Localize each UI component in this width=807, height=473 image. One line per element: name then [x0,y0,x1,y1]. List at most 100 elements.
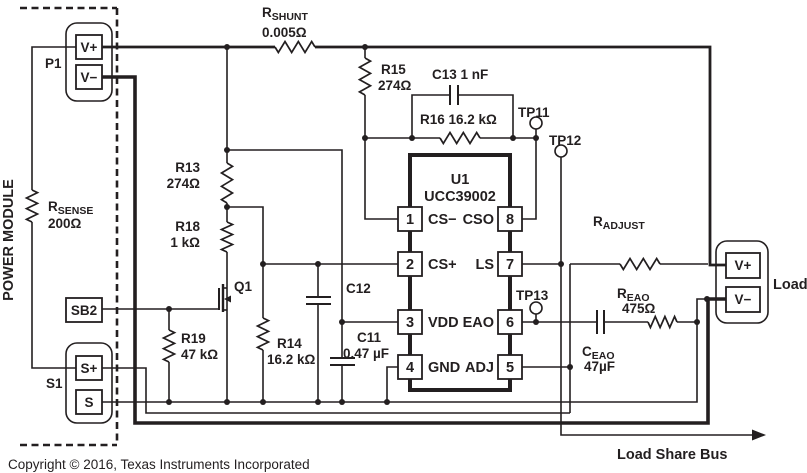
load-label: Load [773,277,807,293]
tp12-pad [554,144,568,158]
tp11-label: TP11 [518,105,550,120]
junction-dot [567,364,573,370]
power-module-boundary [20,6,119,447]
tp13-label: TP13 [516,288,549,303]
svg-text:475Ω: 475Ω [622,301,656,316]
junction-dot [533,135,539,141]
p1-vminus-terminal: V− [81,70,98,85]
svg-text:RADJUST: RADJUST [593,214,645,232]
svg-text:R16 16.2 kΩ: R16 16.2 kΩ [420,112,497,127]
junction-dot [339,319,345,325]
svg-text:C13 1 nF: C13 1 nF [432,67,488,82]
pin-4-number: 4 [406,360,414,376]
junction-dot [224,44,230,50]
junction-dot [166,399,172,405]
junction-dot [510,135,516,141]
junction-dot [694,319,700,325]
svg-text:274Ω: 274Ω [378,78,412,93]
svg-text:R14: R14 [277,336,302,351]
junction-dot [224,204,230,210]
junction-dot [260,261,266,267]
connector-s1: S+ S S1 [46,342,113,424]
component-labels: RSHUNT 0.005Ω R15 274Ω C13 1 nF R16 16.2… [48,5,656,374]
svg-text:R13: R13 [175,160,200,175]
pin-4-name: GND [428,360,460,376]
svg-text:R19: R19 [181,331,206,346]
junction-dot [315,261,321,267]
load-vplus-terminal: V+ [735,258,752,273]
svg-text:0.005Ω: 0.005Ω [262,25,307,40]
pin-6-number: 6 [506,315,514,331]
tp13-pad [529,301,543,315]
svg-text:C12: C12 [346,281,371,296]
mosfet-q1 [218,284,231,312]
resistor-rshunt [274,39,316,55]
load-share-bus: Load Share Bus [617,429,766,463]
junction-dot [704,296,710,302]
resistor-rsense [24,189,40,223]
power-module-label: POWER MODULE [1,179,17,301]
s1-label: S1 [46,376,63,391]
pin-5-name: ADJ [465,360,494,376]
sb2-label: SB2 [71,303,97,318]
pin-7-name: LS [475,257,494,273]
pin-3-name: VDD [428,315,459,331]
junction-dot [224,399,230,405]
resistor-r19 [161,329,177,363]
junction-dot [362,44,368,50]
resistor-radjust [619,256,661,272]
junction-dot [362,135,368,141]
s1-s-terminal: S [84,395,93,410]
pin-8-number: 8 [506,212,514,228]
pin-7-number: 7 [506,257,514,273]
svg-text:C11: C11 [357,330,382,345]
load-share-bus-label: Load Share Bus [617,447,727,463]
connector-p1: V+ V− P1 [45,22,113,102]
svg-text:Q1: Q1 [234,279,253,294]
resistor-reao [647,314,678,330]
svg-text:R15: R15 [381,62,406,77]
capacitor-ceao [596,310,605,334]
junction-dot [558,261,564,267]
resistor-r16 [439,130,481,146]
junction-dot [166,306,172,312]
svg-text:274Ω: 274Ω [167,176,201,191]
connector-load: V+ V− Load [715,240,807,324]
junction-dot [315,399,321,405]
ic-part: UCC39002 [424,189,496,205]
junction-dot [409,135,415,141]
junction-dot [384,399,390,405]
pin-2-name: CS+ [428,257,457,273]
svg-text:RSENSE: RSENSE [48,199,93,217]
junction-dot [533,319,539,325]
svg-text:RSHUNT: RSHUNT [262,5,309,23]
capacitor-c13 [449,85,459,105]
pin-8-name: CSO [463,212,494,228]
pin-1-name: CS− [428,212,457,228]
v-plus-rail [102,45,726,267]
connector-sb2: SB2 [65,297,103,323]
capacitor-c12 [306,296,331,305]
v-minus-return-wire [102,75,726,425]
pin-3-number: 3 [406,315,414,331]
resistor-r15 [357,57,373,96]
capacitors [306,85,605,366]
test-points: TP11 TP12 TP13 [516,105,581,315]
signal-wires [31,46,752,436]
svg-text:0.47 µF: 0.47 µF [343,346,389,361]
pin-1-number: 1 [406,212,414,228]
junction-dot [339,399,345,405]
junction-dot [224,147,230,153]
svg-text:CEAO: CEAO [582,344,615,362]
svg-text:200Ω: 200Ω [48,216,82,231]
pin-2-number: 2 [406,257,414,273]
ic-u1: U1 UCC39002 1 2 3 4 8 7 6 5 CS− CS+ VDD … [397,153,523,392]
svg-text:REAO: REAO [617,286,650,304]
resistors [24,39,678,363]
s1-splus-terminal: S+ [81,361,98,376]
svg-text:47 kΩ: 47 kΩ [181,347,218,362]
pin-6-name: EAO [463,315,494,331]
copyright-text: Copyright © 2016, Texas Instruments Inco… [8,457,310,472]
